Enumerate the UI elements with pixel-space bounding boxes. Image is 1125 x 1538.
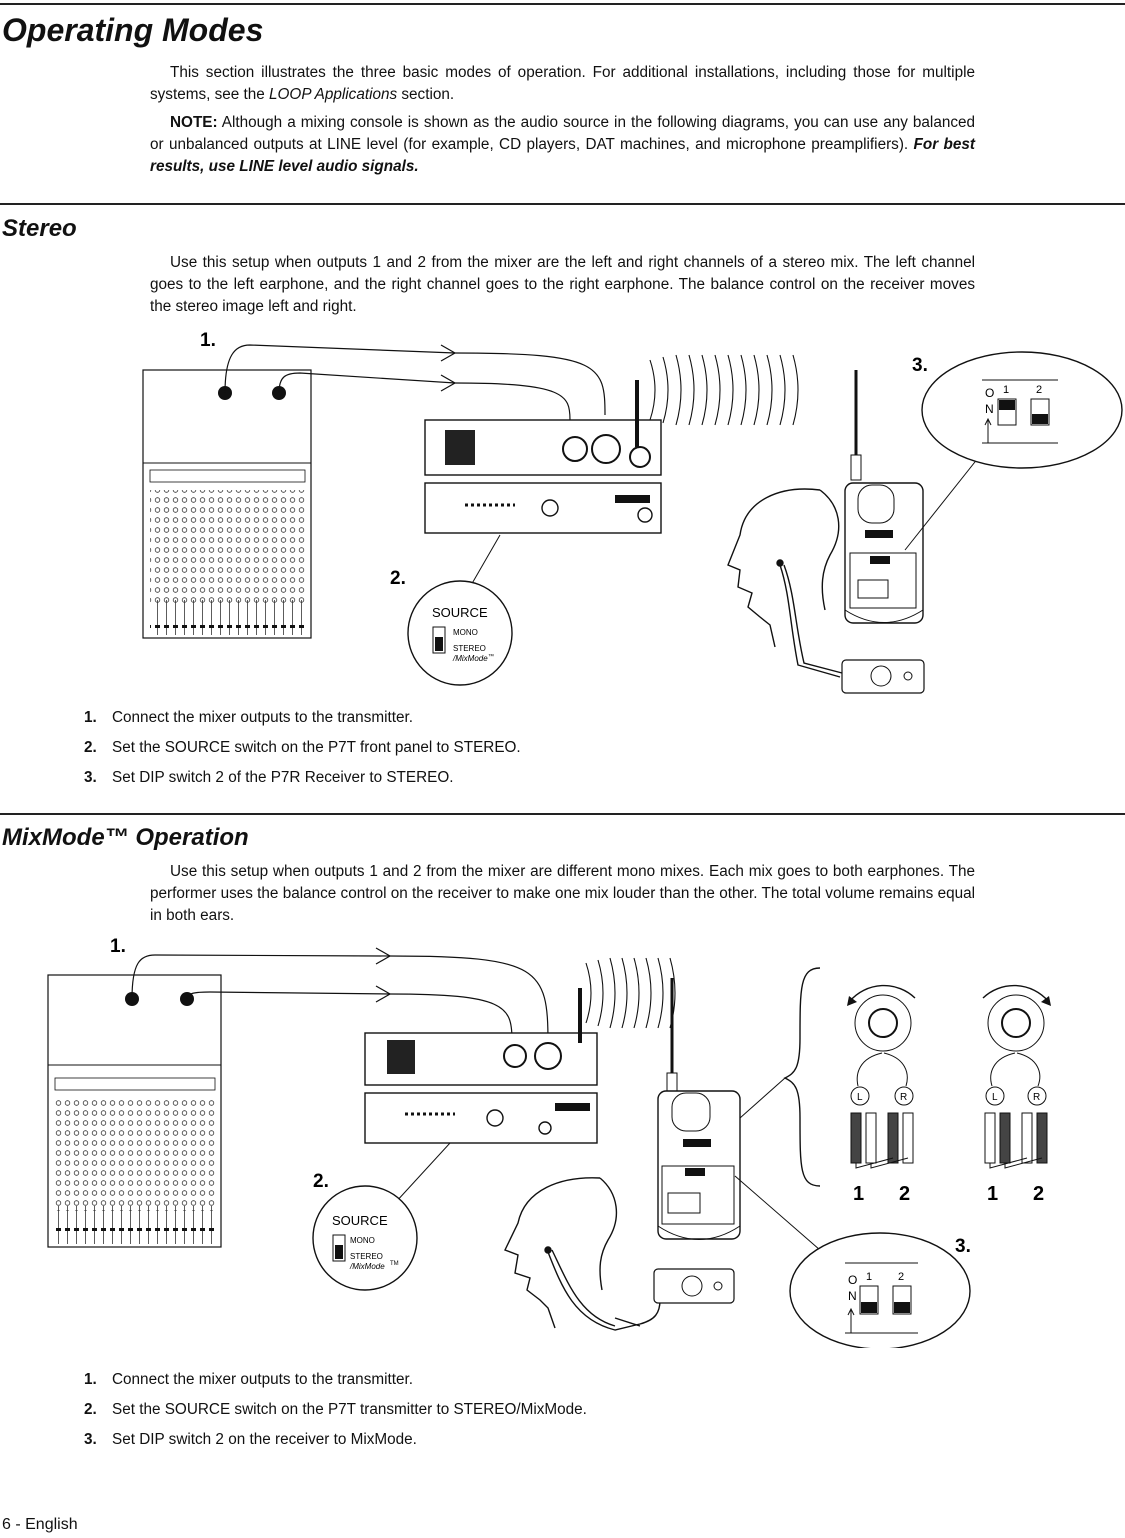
svg-text:2: 2 bbox=[898, 1271, 904, 1283]
list-item: 1.Connect the mixer outputs to the trans… bbox=[84, 709, 413, 726]
stereo-diagram: SOURCE MONO STEREO /MixMode ™ O bbox=[142, 330, 1123, 694]
ear-left-label: L bbox=[992, 1092, 998, 1103]
mixmode-callout-3: 3. bbox=[955, 1236, 971, 1257]
receiver-bodypack bbox=[844, 370, 924, 624]
transmitter-rear-panel bbox=[364, 988, 598, 1086]
svg-text:N: N bbox=[985, 402, 994, 416]
dip-switch-callout: O N 1 2 bbox=[789, 1232, 971, 1348]
mixmode-heading: MixMode™ Operation bbox=[2, 824, 249, 851]
svg-text:TM: TM bbox=[390, 1261, 399, 1267]
balance-knob-right: L R bbox=[982, 984, 1051, 1169]
intro-paragraph: This section illustrates the three basic… bbox=[150, 64, 975, 103]
mix-number: 1 bbox=[987, 1183, 998, 1205]
source-switch-callout: SOURCE MONO STEREO /MixMode ™ bbox=[407, 580, 513, 686]
ear-right-label: R bbox=[1033, 1092, 1040, 1103]
source-switch-callout: SOURCE MONO STEREO /MixMode TM bbox=[312, 1185, 418, 1291]
svg-text:SOURCE: SOURCE bbox=[432, 605, 488, 620]
svg-text:STEREO: STEREO bbox=[453, 644, 486, 653]
mix-number: 2 bbox=[1033, 1183, 1044, 1205]
svg-text:MONO: MONO bbox=[453, 628, 478, 637]
svg-text:1: 1 bbox=[866, 1271, 872, 1283]
note-emphasis: For best results, use LINE level audio s… bbox=[150, 136, 975, 175]
mix-number: 1 bbox=[853, 1183, 864, 1205]
dip-switch-callout: O N 1 2 bbox=[921, 351, 1123, 469]
receiver-top-panel bbox=[841, 659, 925, 694]
page-footer: 6 - English bbox=[2, 1516, 78, 1533]
performer-head bbox=[727, 488, 843, 678]
receiver-bodypack bbox=[657, 978, 741, 1240]
svg-text:SOURCE: SOURCE bbox=[332, 1213, 388, 1228]
receiver-top-panel bbox=[653, 1268, 735, 1304]
performer-head bbox=[504, 1177, 661, 1331]
svg-text:2: 2 bbox=[1036, 384, 1042, 396]
stereo-heading: Stereo bbox=[2, 215, 77, 242]
transmitter-rear-panel bbox=[424, 380, 662, 476]
mixmode-steps: 1.Connect the mixer outputs to the trans… bbox=[84, 1365, 587, 1455]
mix-number: 2 bbox=[899, 1183, 910, 1205]
transmitter-front-panel bbox=[364, 1092, 598, 1144]
svg-text:/MixMode: /MixMode bbox=[452, 654, 488, 663]
svg-text:O: O bbox=[848, 1273, 857, 1287]
ear-left-label: L bbox=[857, 1092, 863, 1103]
svg-text:/MixMode: /MixMode bbox=[349, 1262, 385, 1271]
page-title: Operating Modes bbox=[2, 12, 264, 48]
radio-waves-icon bbox=[585, 957, 676, 1029]
mixing-console bbox=[47, 974, 222, 1248]
stereo-callout-2: 2. bbox=[390, 568, 406, 589]
stereo-callout-1: 1. bbox=[200, 330, 216, 351]
loop-applications-ref: LOOP Applications bbox=[269, 86, 398, 103]
list-item: 1.Connect the mixer outputs to the trans… bbox=[84, 1371, 413, 1388]
svg-text:STEREO: STEREO bbox=[350, 1252, 383, 1261]
note-paragraph: NOTE: Although a mixing console is shown… bbox=[150, 114, 975, 175]
stereo-callout-3: 3. bbox=[912, 355, 928, 376]
mixmode-diagram: SOURCE MONO STEREO /MixMode TM bbox=[47, 936, 1051, 1348]
mixmode-callout-2: 2. bbox=[313, 1171, 329, 1192]
balance-knob-left: L R bbox=[847, 984, 916, 1169]
stereo-paragraph: Use this setup when outputs 1 and 2 from… bbox=[150, 254, 975, 315]
list-item: 2.Set the SOURCE switch on the P7T front… bbox=[84, 739, 521, 756]
svg-text:MONO: MONO bbox=[350, 1236, 375, 1245]
list-item: 3.Set DIP switch 2 on the receiver to Mi… bbox=[84, 1431, 417, 1448]
mixmode-paragraph: Use this setup when outputs 1 and 2 from… bbox=[150, 863, 975, 924]
note-label: NOTE: bbox=[170, 114, 218, 131]
svg-text:O: O bbox=[985, 386, 994, 400]
stereo-rule bbox=[0, 203, 1125, 205]
svg-text:™: ™ bbox=[488, 653, 494, 660]
list-item: 2.Set the SOURCE switch on the P7T trans… bbox=[84, 1401, 587, 1418]
radio-waves-icon bbox=[649, 354, 799, 426]
transmitter-front-panel bbox=[424, 482, 662, 534]
stereo-steps: 1.Connect the mixer outputs to the trans… bbox=[84, 703, 521, 793]
mixing-console bbox=[142, 369, 312, 639]
list-item: 3.Set DIP switch 2 of the P7R Receiver t… bbox=[84, 769, 454, 786]
mixmode-callout-1: 1. bbox=[110, 936, 126, 957]
top-rule bbox=[0, 3, 1125, 5]
mixmode-rule bbox=[0, 813, 1125, 815]
svg-text:N: N bbox=[848, 1289, 857, 1303]
svg-text:1: 1 bbox=[1003, 384, 1009, 396]
ear-right-label: R bbox=[900, 1092, 907, 1103]
